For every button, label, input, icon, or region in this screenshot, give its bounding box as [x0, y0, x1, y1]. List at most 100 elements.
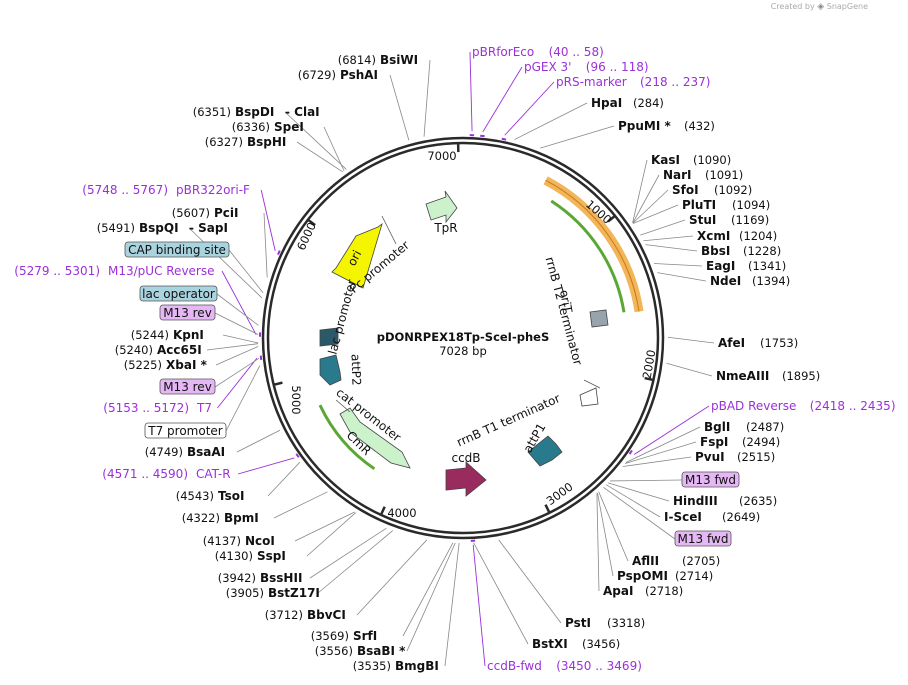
enzyme-position: (2714) [675, 569, 713, 583]
enzyme-site-bstz17i[interactable]: (3905)BstZ17I [226, 586, 320, 600]
enzyme-site-kpni[interactable]: (5244)KpnI [131, 328, 204, 342]
enzyme-site-spei[interactable]: (6336)SpeI [232, 120, 304, 134]
enzyme-name: HindIII [673, 494, 718, 508]
feature-box-text: lac operator [142, 287, 215, 301]
enzyme-site-bsiwi[interactable]: (6814)BsiWI [338, 53, 418, 67]
ori-arrow [331, 222, 383, 289]
feature-box-text: T7 promoter [147, 424, 223, 438]
enzyme-leader-line [284, 111, 347, 170]
enzyme-position: (5244) [131, 328, 169, 342]
enzyme-site-srfi[interactable]: (3569)SrfI [311, 629, 378, 643]
enzyme-site-sspi[interactable]: (4130)SspI [215, 549, 286, 563]
primer-range: (3450 .. 3469) [556, 659, 642, 673]
enzyme-name: AfeI [718, 336, 745, 350]
enzyme-position: (1753) [760, 336, 798, 350]
enzyme-site-bpmi[interactable]: (4322)BpmI [182, 511, 259, 525]
feature-box-cap-binding-site[interactable]: CAP binding site [124, 241, 230, 258]
enzyme-site-nari[interactable]: NarI(1091) [663, 168, 743, 182]
enzyme-position: (2718) [645, 584, 683, 598]
enzyme-site-bgli[interactable]: BglI(2487) [704, 420, 784, 434]
primer-pbr322ori-f[interactable]: (5748 .. 5767)pBR322ori-F [82, 183, 250, 197]
enzyme-site-sfoi[interactable]: SfoI(1092) [672, 183, 752, 197]
enzyme-site-tsoi[interactable]: (4543)TsoI [176, 489, 245, 503]
enzyme-name: PciI [214, 206, 239, 220]
enzyme-site-pcii[interactable]: (5607)PciI [172, 206, 239, 220]
enzyme-leader-line [640, 219, 686, 236]
enzyme-site-aflii[interactable]: AflII(2705) [632, 554, 720, 568]
feature-box-lac-operator[interactable]: lac operator [139, 285, 218, 302]
enzyme-name-suffix: - ClaI [285, 105, 320, 119]
enzyme-site-ncoi[interactable]: (4137) NcoI [203, 534, 275, 548]
enzyme-leader-line [597, 492, 614, 577]
enzyme-name: NarI [663, 168, 692, 182]
enzyme-site-fspi[interactable]: FspI(2494) [700, 435, 780, 449]
feature-box-text: M13 rev [163, 306, 212, 320]
feature-box-m13-rev[interactable]: M13 rev [159, 378, 216, 395]
enzyme-site-bsaai[interactable]: (4749)BsaAI [145, 445, 225, 459]
feature-label-tpr: TpR [433, 221, 457, 235]
primer-pgex-3[interactable]: pGEX 3'(96 .. 118) [524, 60, 649, 74]
enzyme-site-xcmi[interactable]: XcmI(1204) [697, 229, 777, 243]
enzyme-site-bsabi[interactable]: (3556)BsaBI * [315, 644, 406, 658]
feature-box-m13-fwd[interactable]: M13 fwd [674, 530, 732, 547]
enzyme-leader-line [222, 334, 259, 344]
backbone-inner [266, 141, 660, 535]
primer-m13-puc-reverse[interactable]: (5279 .. 5301)M13/pUC Reverse [14, 264, 214, 278]
enzyme-site-stui[interactable]: StuI(1169) [689, 213, 769, 227]
enzyme-site-afei[interactable]: AfeI (1753) [718, 336, 798, 350]
enzyme-name: I-SceI [664, 510, 702, 524]
enzyme-site-hindiii[interactable]: HindIII(2635) [673, 494, 777, 508]
enzyme-site-hpai[interactable]: HpaI(284) [591, 96, 664, 110]
primer-pbad-reverse[interactable]: pBAD Reverse(2418 .. 2435) [711, 399, 896, 413]
enzyme-position: (4137) [203, 534, 241, 548]
enzyme-site-bbsi[interactable]: BbsI(1228) [701, 244, 781, 258]
enzyme-name: FspI [700, 435, 728, 449]
enzyme-name-suffix: - SapI [189, 221, 228, 235]
enzyme-position: (3905) [226, 586, 264, 600]
enzyme-position: (6336) [232, 120, 270, 134]
primer-range: (5748 .. 5767) [82, 183, 168, 197]
enzyme-site-pspomi[interactable]: PspOMI(2714) [617, 569, 713, 583]
enzyme-site-bsshii[interactable]: (3942)BssHII [218, 571, 303, 585]
enzyme-position: (1341) [748, 259, 786, 273]
primer-cat-r[interactable]: (4571 .. 4590)CAT-R [102, 467, 230, 481]
cmr-arc-green [318, 404, 376, 471]
feature-label-rrnb-t2-terminator: rrnB T2 terminator [543, 255, 585, 367]
enzyme-site-bspqi[interactable]: (5491)BspQI- SapI [97, 221, 228, 235]
primer-name: ccdB-fwd [487, 659, 542, 673]
enzyme-site-xbai[interactable]: (5225)XbaI * [124, 358, 208, 372]
enzyme-site-pluti[interactable]: PluTI(1094) [682, 198, 770, 212]
enzyme-site-nmeaiii[interactable]: NmeAIII(1895) [716, 369, 820, 383]
enzyme-site-i-scei[interactable]: I-SceI(2649) [664, 510, 760, 524]
enzyme-name: PstI [565, 616, 591, 630]
feature-box-m13-rev[interactable]: M13 rev [159, 304, 216, 321]
enzyme-position: (4322) [182, 511, 220, 525]
enzyme-site-pshai[interactable]: (6729)PshAI [298, 68, 378, 82]
primer-pbrforeco[interactable]: pBRforEco(40 .. 58) [472, 45, 604, 59]
enzyme-site-ppumi[interactable]: PpuMI *(432) [618, 119, 715, 133]
feature-box-t7-promoter[interactable]: T7 promoter [144, 422, 227, 439]
primer-leader-line [469, 51, 473, 132]
enzyme-site-bstxi[interactable]: BstXI(3456) [532, 637, 620, 651]
enzyme-site-apai[interactable]: ApaI (2718) [603, 584, 683, 598]
enzyme-site-eagi[interactable]: EagI(1341) [706, 259, 786, 273]
small-arrow-1 [579, 387, 599, 407]
enzyme-leader-line [622, 456, 692, 467]
enzyme-site-psti[interactable]: PstI(3318) [565, 616, 645, 630]
enzyme-site-pvui[interactable]: PvuI(2515) [695, 450, 775, 464]
primer-t7[interactable]: (5153 .. 5172)T7 [103, 401, 212, 415]
feature-box-m13-fwd[interactable]: M13 fwd [681, 471, 740, 488]
enzyme-site-bspdi[interactable]: (6351)BspDI- ClaI [193, 105, 320, 119]
enzyme-site-bbvci[interactable]: (3712)BbvCI [265, 608, 346, 622]
primer-ccdb-fwd[interactable]: ccdB-fwd (3450 .. 3469) [487, 659, 642, 673]
enzyme-name: ApaI [603, 584, 633, 598]
primer-prs-marker[interactable]: pRS-marker(218 .. 237) [556, 75, 710, 89]
enzyme-site-bmgbi[interactable]: (3535)BmgBI [353, 659, 439, 673]
enzyme-leader-line [540, 125, 615, 149]
enzyme-site-ndei[interactable]: NdeI(1394) [710, 274, 790, 288]
enzyme-name: NcoI [245, 534, 275, 548]
enzyme-site-bsphi[interactable]: (6327)BspHI [205, 135, 287, 149]
enzyme-site-kasi[interactable]: KasI(1090) [651, 153, 731, 167]
enzyme-site-acc65i[interactable]: (5240)Acc65I [115, 343, 202, 357]
